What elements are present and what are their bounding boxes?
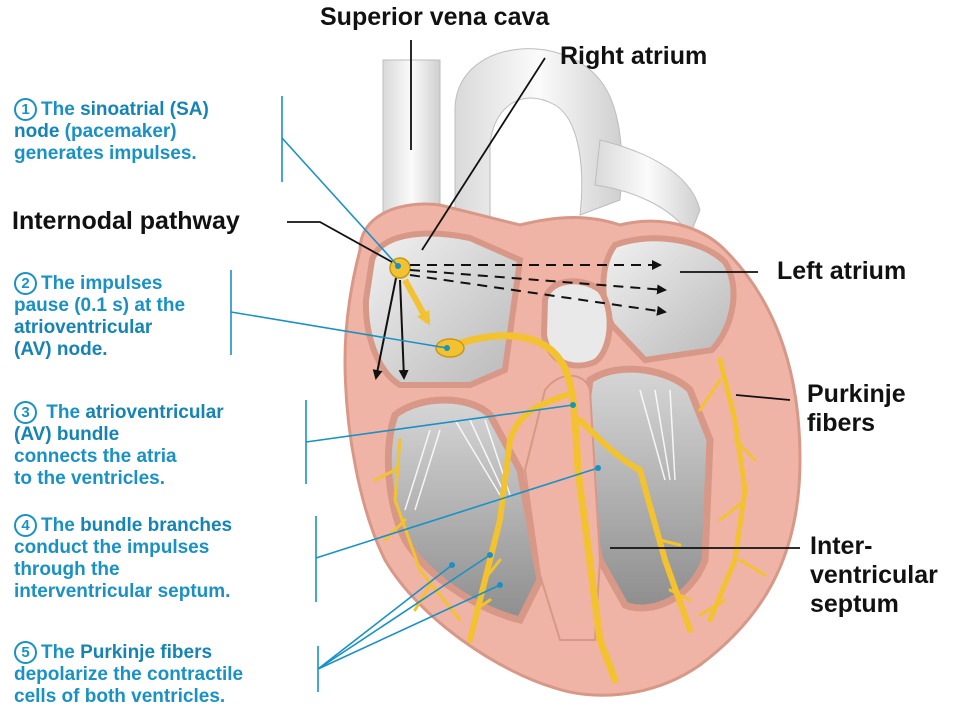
step-highlight-text: (AV) node. [14,339,108,360]
label-septum-line: Inter- [810,532,938,561]
step-text: cells of both ventricles. [14,686,225,707]
step-text: The [41,402,85,423]
step-line: (AV) node. [14,339,185,361]
step-number-badge: 5 [14,641,37,664]
step-number-badge: 3 [14,401,37,424]
step-text: through the [14,559,120,580]
step-text: to the ventricles. [14,468,165,489]
step-text: The [41,99,80,120]
step-text: The [41,642,80,663]
step-text: The impulses [41,273,162,294]
step-line: to the ventricles. [14,468,224,490]
step-highlight-text: Purkinje fibers [80,642,212,663]
label-interventricular-septum: Inter- ventricular septum [810,532,938,619]
step-line: conduct the impulses [14,537,232,559]
label-superior-vena-cava: Superior vena cava [320,3,549,32]
step-highlight-text: bundle branches [80,515,232,536]
step-line: connects the atria [14,446,224,468]
heart-body [345,204,800,695]
step-number-badge: 2 [14,272,37,295]
step-text: pause (0.1 s) at the [14,295,185,316]
step-highlight-text: atrioventricular [14,317,152,338]
step-text: depolarize the contractile [14,664,243,685]
step-text: (pacemaker) [59,121,176,142]
label-septum-line: septum [810,590,938,619]
step-text: interventricular septum. [14,581,230,602]
label-purkinje-line: fibers [807,409,906,438]
step-number-badge: 1 [14,98,37,121]
label-purkinje-fibers: Purkinje fibers [807,380,906,438]
step-line: atrioventricular [14,317,185,339]
label-purkinje-line: Purkinje [807,380,906,409]
step-line: depolarize the contractile [14,664,243,686]
step-highlight-text: sinoatrial (SA) [80,99,209,120]
step-line: interventricular septum. [14,581,232,603]
step-line: (AV) bundle [14,424,224,446]
label-internodal-pathway: Internodal pathway [12,207,240,236]
step-line: generates impulses. [14,143,209,165]
step-line: through the [14,559,232,581]
step-highlight-text: (AV) bundle [14,424,119,445]
step-number-badge: 4 [14,514,37,537]
step-text: generates impulses. [14,143,197,164]
step-line: cells of both ventricles. [14,686,243,708]
step-line: pause (0.1 s) at the [14,295,185,317]
label-left-atrium: Left atrium [777,257,906,286]
step-highlight-text: atrioventricular [85,402,223,423]
step-text: The [41,515,80,536]
step-line: 3 The atrioventricular [14,401,224,424]
step-highlight-text: node [14,121,59,142]
step-text: connects the atria [14,446,177,467]
step-line: node (pacemaker) [14,121,209,143]
label-septum-line: ventricular [810,561,938,590]
label-right-atrium: Right atrium [560,42,707,71]
step-text: conduct the impulses [14,537,209,558]
